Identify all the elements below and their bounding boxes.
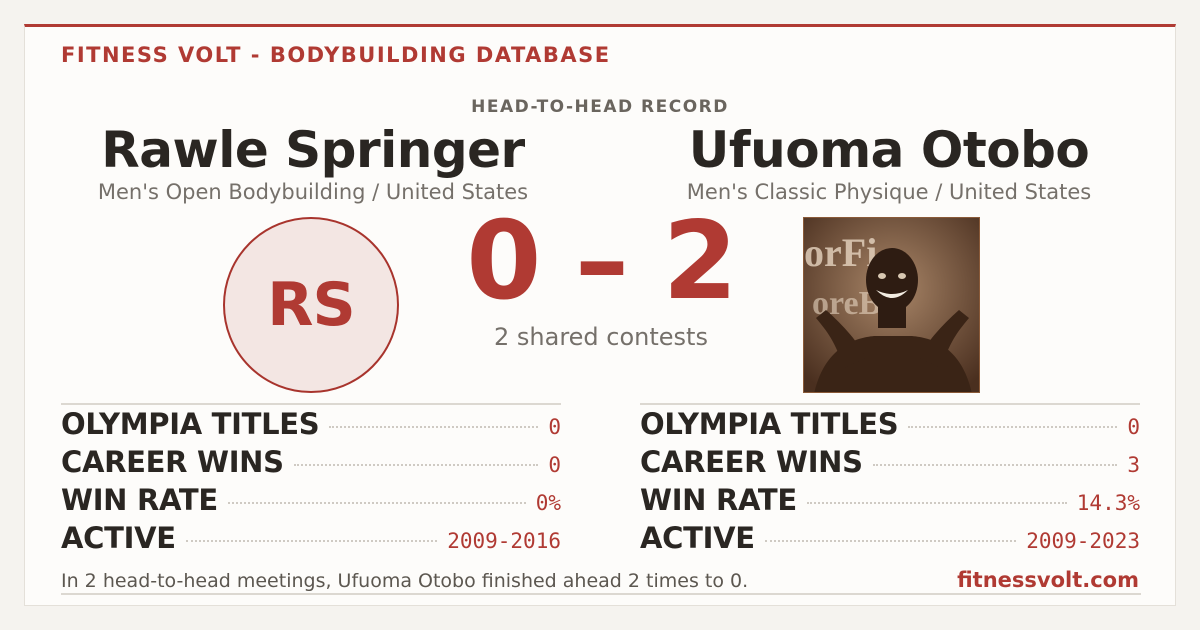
stat-label: ACTIVE (61, 521, 176, 555)
stat-label: WIN RATE (640, 483, 797, 517)
stat-label: CAREER WINS (640, 445, 863, 479)
stat-value: 2009-2016 (447, 529, 561, 553)
stat-row-win-rate: WIN RATE 0% (61, 481, 561, 519)
stat-row-active: ACTIVE 2009-2016 (61, 519, 561, 557)
stat-label: WIN RATE (61, 483, 218, 517)
stat-label: ACTIVE (640, 521, 755, 555)
shared-contests-count: 2 shared contests (494, 323, 708, 351)
brand-title: FITNESS VOLT - BODYBUILDING DATABASE (61, 43, 611, 67)
athlete-left-name[interactable]: Rawle Springer (101, 121, 525, 179)
section-kicker: HEAD-TO-HEAD RECORD (471, 97, 729, 117)
leader-dots (908, 426, 1118, 428)
stat-row-olympia-titles: OLYMPIA TITLES 0 (61, 405, 561, 443)
stat-row-career-wins: CAREER WINS 0 (61, 443, 561, 481)
stat-value: 0 (548, 415, 561, 439)
footer-divider (61, 593, 1141, 595)
site-link[interactable]: fitnessvolt.com (957, 568, 1139, 592)
stat-value: 3 (1127, 453, 1140, 477)
stat-row-active: ACTIVE 2009-2023 (640, 519, 1140, 557)
stat-label: OLYMPIA TITLES (61, 407, 320, 441)
stat-row-win-rate: WIN RATE 14.3% (640, 481, 1140, 519)
stat-value: 2009-2023 (1026, 529, 1140, 553)
stat-value: 0% (535, 491, 561, 515)
athlete-photo-image: orFi oreB (804, 218, 979, 392)
leader-dots (185, 540, 438, 542)
leader-dots (764, 540, 1017, 542)
stat-value: 0 (1127, 415, 1140, 439)
athlete-left-stats: OLYMPIA TITLES 0 CAREER WINS 0 WIN RATE … (61, 403, 561, 557)
leader-dots (872, 464, 1118, 466)
stat-row-olympia-titles: OLYMPIA TITLES 0 (640, 405, 1140, 443)
head-to-head-card: FITNESS VOLT - BODYBUILDING DATABASE HEA… (24, 24, 1176, 606)
svg-text:orFi: orFi (804, 230, 877, 275)
stat-label: OLYMPIA TITLES (640, 407, 899, 441)
leader-dots (293, 464, 539, 466)
athlete-right-name[interactable]: Ufuoma Otobo (688, 121, 1090, 179)
stat-value: 0 (548, 453, 561, 477)
athlete-right-photo: orFi oreB (803, 217, 980, 393)
athlete-left-initials: RS (267, 270, 355, 340)
athlete-left-avatar: RS (223, 217, 399, 393)
athlete-right-division: Men's Classic Physique / United States (686, 180, 1092, 204)
stat-label: CAREER WINS (61, 445, 284, 479)
head-to-head-score: 0 – 2 (466, 199, 738, 324)
stat-value: 14.3% (1076, 491, 1140, 515)
leader-dots (227, 502, 526, 504)
athlete-right-stats: OLYMPIA TITLES 0 CAREER WINS 3 WIN RATE … (640, 403, 1140, 557)
head-to-head-summary: In 2 head-to-head meetings, Ufuoma Otobo… (61, 570, 749, 592)
athlete-left-division: Men's Open Bodybuilding / United States (97, 180, 529, 204)
leader-dots (329, 426, 539, 428)
leader-dots (806, 502, 1067, 504)
stat-row-career-wins: CAREER WINS 3 (640, 443, 1140, 481)
